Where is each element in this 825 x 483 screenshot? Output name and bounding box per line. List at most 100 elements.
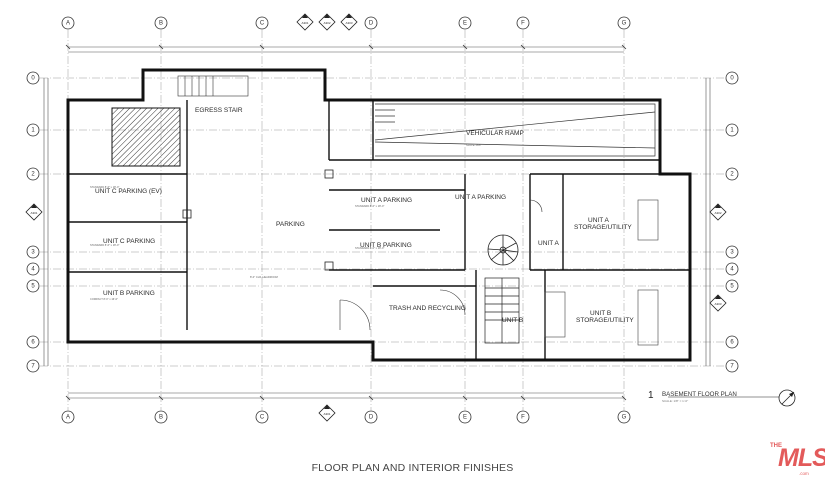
- grid-bubble-bottom-E-label: E: [463, 415, 467, 421]
- grid-bubble-bottom-G: G: [617, 410, 631, 424]
- grid-bubble-right-5-label: 5: [730, 284, 734, 290]
- grid-bubble-bottom-D: D: [364, 410, 378, 424]
- room-labels: EGRESS STAIR VEHICULAR RAMP UNIT C PARKI…: [95, 107, 634, 324]
- grid-bubbles: A A B B C C D D E E F F G G 0 0 1 1 2 2 3 3 4 4 5 5 6 6 7 7: [26, 16, 739, 424]
- grid-bubble-right-6-label: 6: [730, 340, 734, 346]
- grid-bubble-bottom-C-label: C: [260, 415, 265, 421]
- section-marker-label: A302: [714, 211, 721, 215]
- section-marker-label: A303: [714, 302, 721, 306]
- grid-bubble-left-5: 5: [26, 279, 40, 293]
- parking-label: PARKING: [276, 221, 305, 228]
- grid-bubble-bottom-D-label: D: [369, 415, 374, 421]
- section-marker: A302: [709, 203, 727, 221]
- grid-bubble-right-0: 0: [725, 71, 739, 85]
- grid-bubble-bottom-F-label: F: [521, 415, 525, 421]
- unit-a-spiral-stair: [487, 234, 519, 266]
- grid-bubble-left-3: 3: [26, 245, 40, 259]
- svg-text:STANDARD 8'-6" x 18'-0": STANDARD 8'-6" x 18'-0": [90, 243, 119, 247]
- svg-text:STANDARD 8'-6" x 18'-0": STANDARD 8'-6" x 18'-0": [355, 246, 384, 250]
- grid-bubble-left-1: 1: [26, 123, 40, 137]
- grid-bubble-bottom-B: B: [154, 410, 168, 424]
- grid-bubble-top-C: C: [255, 16, 269, 30]
- grid-bubble-right-7: 7: [725, 359, 739, 373]
- grid-bubble-left-2-label: 2: [31, 172, 35, 178]
- grid-bubble-top-F-label: F: [521, 21, 525, 27]
- grid-bubble-left-3-label: 3: [31, 250, 35, 256]
- grid-bubble-top-A-label: A: [66, 21, 70, 27]
- unit-a-stair-line1: UNIT A: [538, 240, 559, 247]
- unit-a-storage-line2: STORAGE/UTILITY: [574, 224, 632, 231]
- unit-c-parking-label: UNIT C PARKING: [103, 238, 155, 245]
- plan-scale: SCALE: 1/8" = 1'-0": [662, 399, 689, 403]
- logo-the: THE: [770, 443, 782, 449]
- unit-c-parking-ev-label: UNIT C PARKING (EV): [95, 188, 162, 195]
- grid-bubble-right-7-label: 7: [730, 364, 734, 370]
- egress-stair-label: EGRESS STAIR: [195, 107, 243, 114]
- section-marker-label: A302: [323, 21, 330, 25]
- vehicular-ramp-label: VEHICULAR RAMP: [466, 130, 524, 137]
- unit-b-stair: [484, 277, 520, 344]
- sheet-title: FLOOR PLAN AND INTERIOR FINISHES: [311, 462, 514, 474]
- unit-b-stair-line1: UNIT B: [502, 317, 523, 324]
- section-marker: A303: [340, 13, 358, 31]
- grid-bubble-top-B: B: [154, 16, 168, 30]
- plan-title: BASEMENT FLOOR PLAN: [662, 391, 737, 398]
- grid-bubble-right-3: 3: [725, 245, 739, 259]
- grid-bubble-bottom-A: A: [61, 410, 75, 424]
- grid-bubble-top-G-label: G: [622, 21, 627, 27]
- egress-stair-treads: [177, 75, 249, 97]
- grid-bubble-left-0: 0: [26, 71, 40, 85]
- grid-bubble-right-4-label: 4: [730, 267, 734, 273]
- plan-number: 1: [648, 390, 654, 401]
- structural-columns: [182, 169, 334, 271]
- grid-bubble-right-3-label: 3: [730, 250, 734, 256]
- grid-bubble-top-G: G: [617, 16, 631, 30]
- grid-bubble-left-6-label: 6: [31, 340, 35, 346]
- unit-a-parking-1-label: UNIT A PARKING: [361, 197, 412, 204]
- grid-bubble-top-D-label: D: [369, 21, 374, 27]
- grid-bubble-left-4: 4: [26, 262, 40, 276]
- grid-bubble-right-2-label: 2: [730, 172, 734, 178]
- grid-bubble-left-1-label: 1: [31, 128, 35, 134]
- dimension-ticks: [65, 44, 627, 401]
- mls-logo: THE MLS .com: [770, 441, 825, 477]
- grid-bubble-bottom-E: E: [458, 410, 472, 424]
- grid-bubble-right-0-label: 0: [730, 76, 734, 82]
- grid-bubble-left-6: 6: [26, 335, 40, 349]
- grid-bubble-top-B-label: B: [159, 21, 163, 27]
- grid-bubble-right-5: 5: [725, 279, 739, 293]
- grid-bubble-top-E-label: E: [463, 21, 467, 27]
- grid-bubble-left-7: 7: [26, 359, 40, 373]
- grid-bubble-left-4-label: 4: [31, 267, 35, 273]
- door-swings: [339, 199, 543, 331]
- hatched-stair-area: [111, 107, 181, 167]
- grid-bubble-left-5-label: 5: [31, 284, 35, 290]
- section-marker-label: A301: [323, 412, 330, 416]
- grid-bubble-bottom-F: F: [516, 410, 530, 424]
- svg-text:COMPACT 8'-0" x 16'-0": COMPACT 8'-0" x 16'-0": [90, 297, 118, 301]
- grid-bubble-top-C-label: C: [260, 21, 265, 27]
- grid-bubble-left-7-label: 7: [31, 364, 35, 370]
- unit-b-parking-left-label: UNIT B PARKING: [103, 290, 155, 297]
- grid-bubble-left-2: 2: [26, 167, 40, 181]
- storage-shelves: [544, 199, 659, 346]
- tiny-annotations: STANDARD 8'-6" x 18'-0" STANDARD 8'-6" x…: [90, 143, 481, 301]
- section-marker: A302: [318, 13, 336, 31]
- unit-b-storage-line2: STORAGE/UTILITY: [576, 317, 634, 324]
- unit-a-storage-line1: UNIT A: [588, 217, 609, 224]
- section-marker-label: A303: [345, 21, 352, 25]
- unit-b-parking-mid-label: UNIT B PARKING: [360, 242, 412, 249]
- grid-bubble-right-1-label: 1: [730, 128, 734, 134]
- logo-mls: MLS: [778, 444, 825, 472]
- unit-a-parking-2-label: UNIT A PARKING: [455, 194, 506, 201]
- grid-bubble-bottom-B-label: B: [159, 415, 163, 421]
- grid-bubble-right-1: 1: [725, 123, 739, 137]
- grid-bubble-top-F: F: [516, 16, 530, 30]
- grid-bubble-bottom-C: C: [255, 410, 269, 424]
- section-marker-label: A301: [30, 211, 37, 215]
- grid-bubble-right-2: 2: [725, 167, 739, 181]
- section-marker-label: A301: [301, 21, 308, 25]
- section-marker: A301: [318, 404, 336, 422]
